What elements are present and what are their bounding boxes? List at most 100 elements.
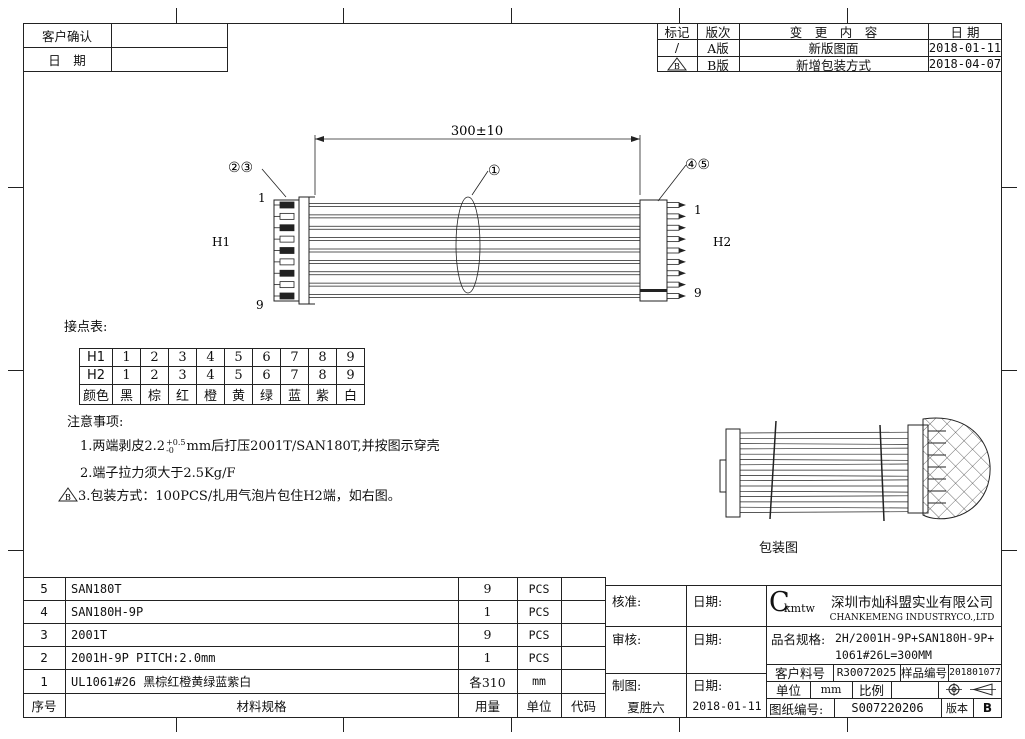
bom-no: 2: [40, 650, 48, 665]
rev-row-b-mark-text: B: [674, 62, 680, 71]
packaged-h1-tab: [719, 459, 727, 493]
balloon-leader: [657, 164, 687, 202]
h1-contact-slot: [274, 212, 295, 220]
rev-header-version: 版次: [705, 24, 731, 40]
frame-tick: [847, 718, 848, 732]
bom-unit: PCS: [528, 581, 550, 596]
approve-date-label: 日期:: [693, 593, 723, 609]
bom-qty: 各310: [469, 674, 506, 690]
bom-header-code: 代码: [570, 699, 596, 714]
pinout-cell: 4: [196, 348, 225, 367]
review-date-label: 日期:: [693, 631, 723, 647]
pinout-cell: 红: [168, 384, 197, 405]
pinout-cell: 7: [280, 348, 309, 367]
divider: [941, 698, 942, 718]
packaged-wire: [739, 479, 909, 482]
divider: [938, 681, 939, 698]
divider: [111, 23, 112, 72]
bom-header-spec: 材料规格: [236, 699, 287, 714]
end-label-h1: H1: [212, 235, 230, 249]
pinout-cell: 白: [336, 384, 365, 405]
divider: [767, 664, 1002, 665]
wire: [309, 260, 640, 264]
note-1-prefix: 1.两端剥皮2.2: [80, 439, 166, 454]
pinout-cell: 黄: [224, 384, 253, 405]
h1-contact-slot: [274, 235, 295, 243]
pinout-cell: 1: [112, 366, 141, 385]
wire: [309, 294, 640, 298]
pinout-cell: 6: [252, 348, 281, 367]
bom-spec: SAN180T: [71, 581, 122, 596]
note-3-rev-mark: B: [65, 493, 71, 502]
bom-qty: 1: [483, 650, 492, 665]
bom-header-no: 序号: [31, 699, 57, 714]
spec-line-1: 2H/2001H-9P+SAN180H-9P+: [835, 631, 995, 645]
pinout-cell: 2: [140, 366, 169, 385]
divider: [686, 585, 687, 718]
rev-row-b-mark: B: [657, 56, 697, 72]
pinout-cell: 6: [252, 366, 281, 385]
pinout-cell: 橙: [196, 384, 225, 405]
wire: [309, 248, 640, 253]
spec-line-2: 1061#26L=300MM: [835, 648, 932, 662]
bom-no: 5: [40, 581, 48, 596]
pinout-row-label: 颜色: [79, 384, 113, 405]
cable-tie: [879, 424, 885, 522]
divider: [561, 577, 562, 718]
draw-label: 制图:: [612, 677, 642, 693]
cable-drawing: 300±10 ②③ ① ④⑤ 1 9 1 9 H1 H2: [212, 124, 731, 312]
frame-tick: [8, 370, 23, 371]
wire: [309, 271, 640, 276]
divider: [767, 681, 1002, 682]
bom-unit: PCS: [528, 627, 550, 642]
divider: [23, 600, 606, 601]
balloon-leader: [261, 168, 287, 198]
pinout-cell: 1: [112, 348, 141, 367]
frame-tick: [511, 718, 512, 732]
company-logo: C kmtw: [769, 588, 824, 622]
pinout-cell: 绿: [252, 384, 281, 405]
bom-no: 1: [40, 673, 48, 689]
pinout-cell: 棕: [140, 384, 169, 405]
bom-unit: PCS: [528, 650, 550, 665]
first-angle-projection-icon: [946, 683, 996, 696]
pinout-cell: 5: [224, 348, 253, 367]
h2-pin: [666, 224, 686, 231]
h2-pin: [666, 236, 686, 243]
h1-contact-slot: [274, 224, 295, 232]
revision-triangle-icon: B: [58, 487, 78, 502]
h2-pin: [666, 281, 686, 288]
drawing-no: S007220206: [851, 701, 924, 715]
review-label: 审核:: [612, 631, 642, 647]
sample-no: 201801077: [949, 667, 1001, 678]
packaged-wire: [739, 475, 909, 477]
divider: [23, 623, 606, 624]
scale-label: 比例: [858, 683, 884, 698]
divider: [65, 577, 66, 718]
h2-housing: [639, 199, 668, 302]
revision-table: [657, 23, 1002, 72]
pinout-cell: 3: [168, 366, 197, 385]
divider: [23, 646, 606, 647]
dim-arrow-right: [631, 136, 640, 142]
divider: [739, 23, 740, 72]
h1-contact-slot: [274, 269, 295, 277]
wire: [309, 225, 640, 230]
notes-title: 注意事项:: [67, 415, 124, 430]
projection-symbol: [938, 681, 1002, 698]
pinout-row: 颜色黑棕红橙黄绿蓝紫白: [79, 384, 365, 405]
h2-pin: [666, 202, 686, 208]
length-dimension: 300±10: [451, 124, 503, 139]
frame-tick: [343, 718, 344, 732]
packaged-wire: [739, 431, 909, 434]
unit-label: 单位: [775, 683, 801, 698]
balloon-1: ①: [488, 163, 501, 179]
drafter-name: 夏胜六: [627, 699, 665, 715]
rev-row-a-mark: /: [674, 40, 680, 55]
draw-date-label: 日期:: [693, 677, 723, 693]
rev-row-b-date: 2018-04-07: [928, 57, 1002, 71]
